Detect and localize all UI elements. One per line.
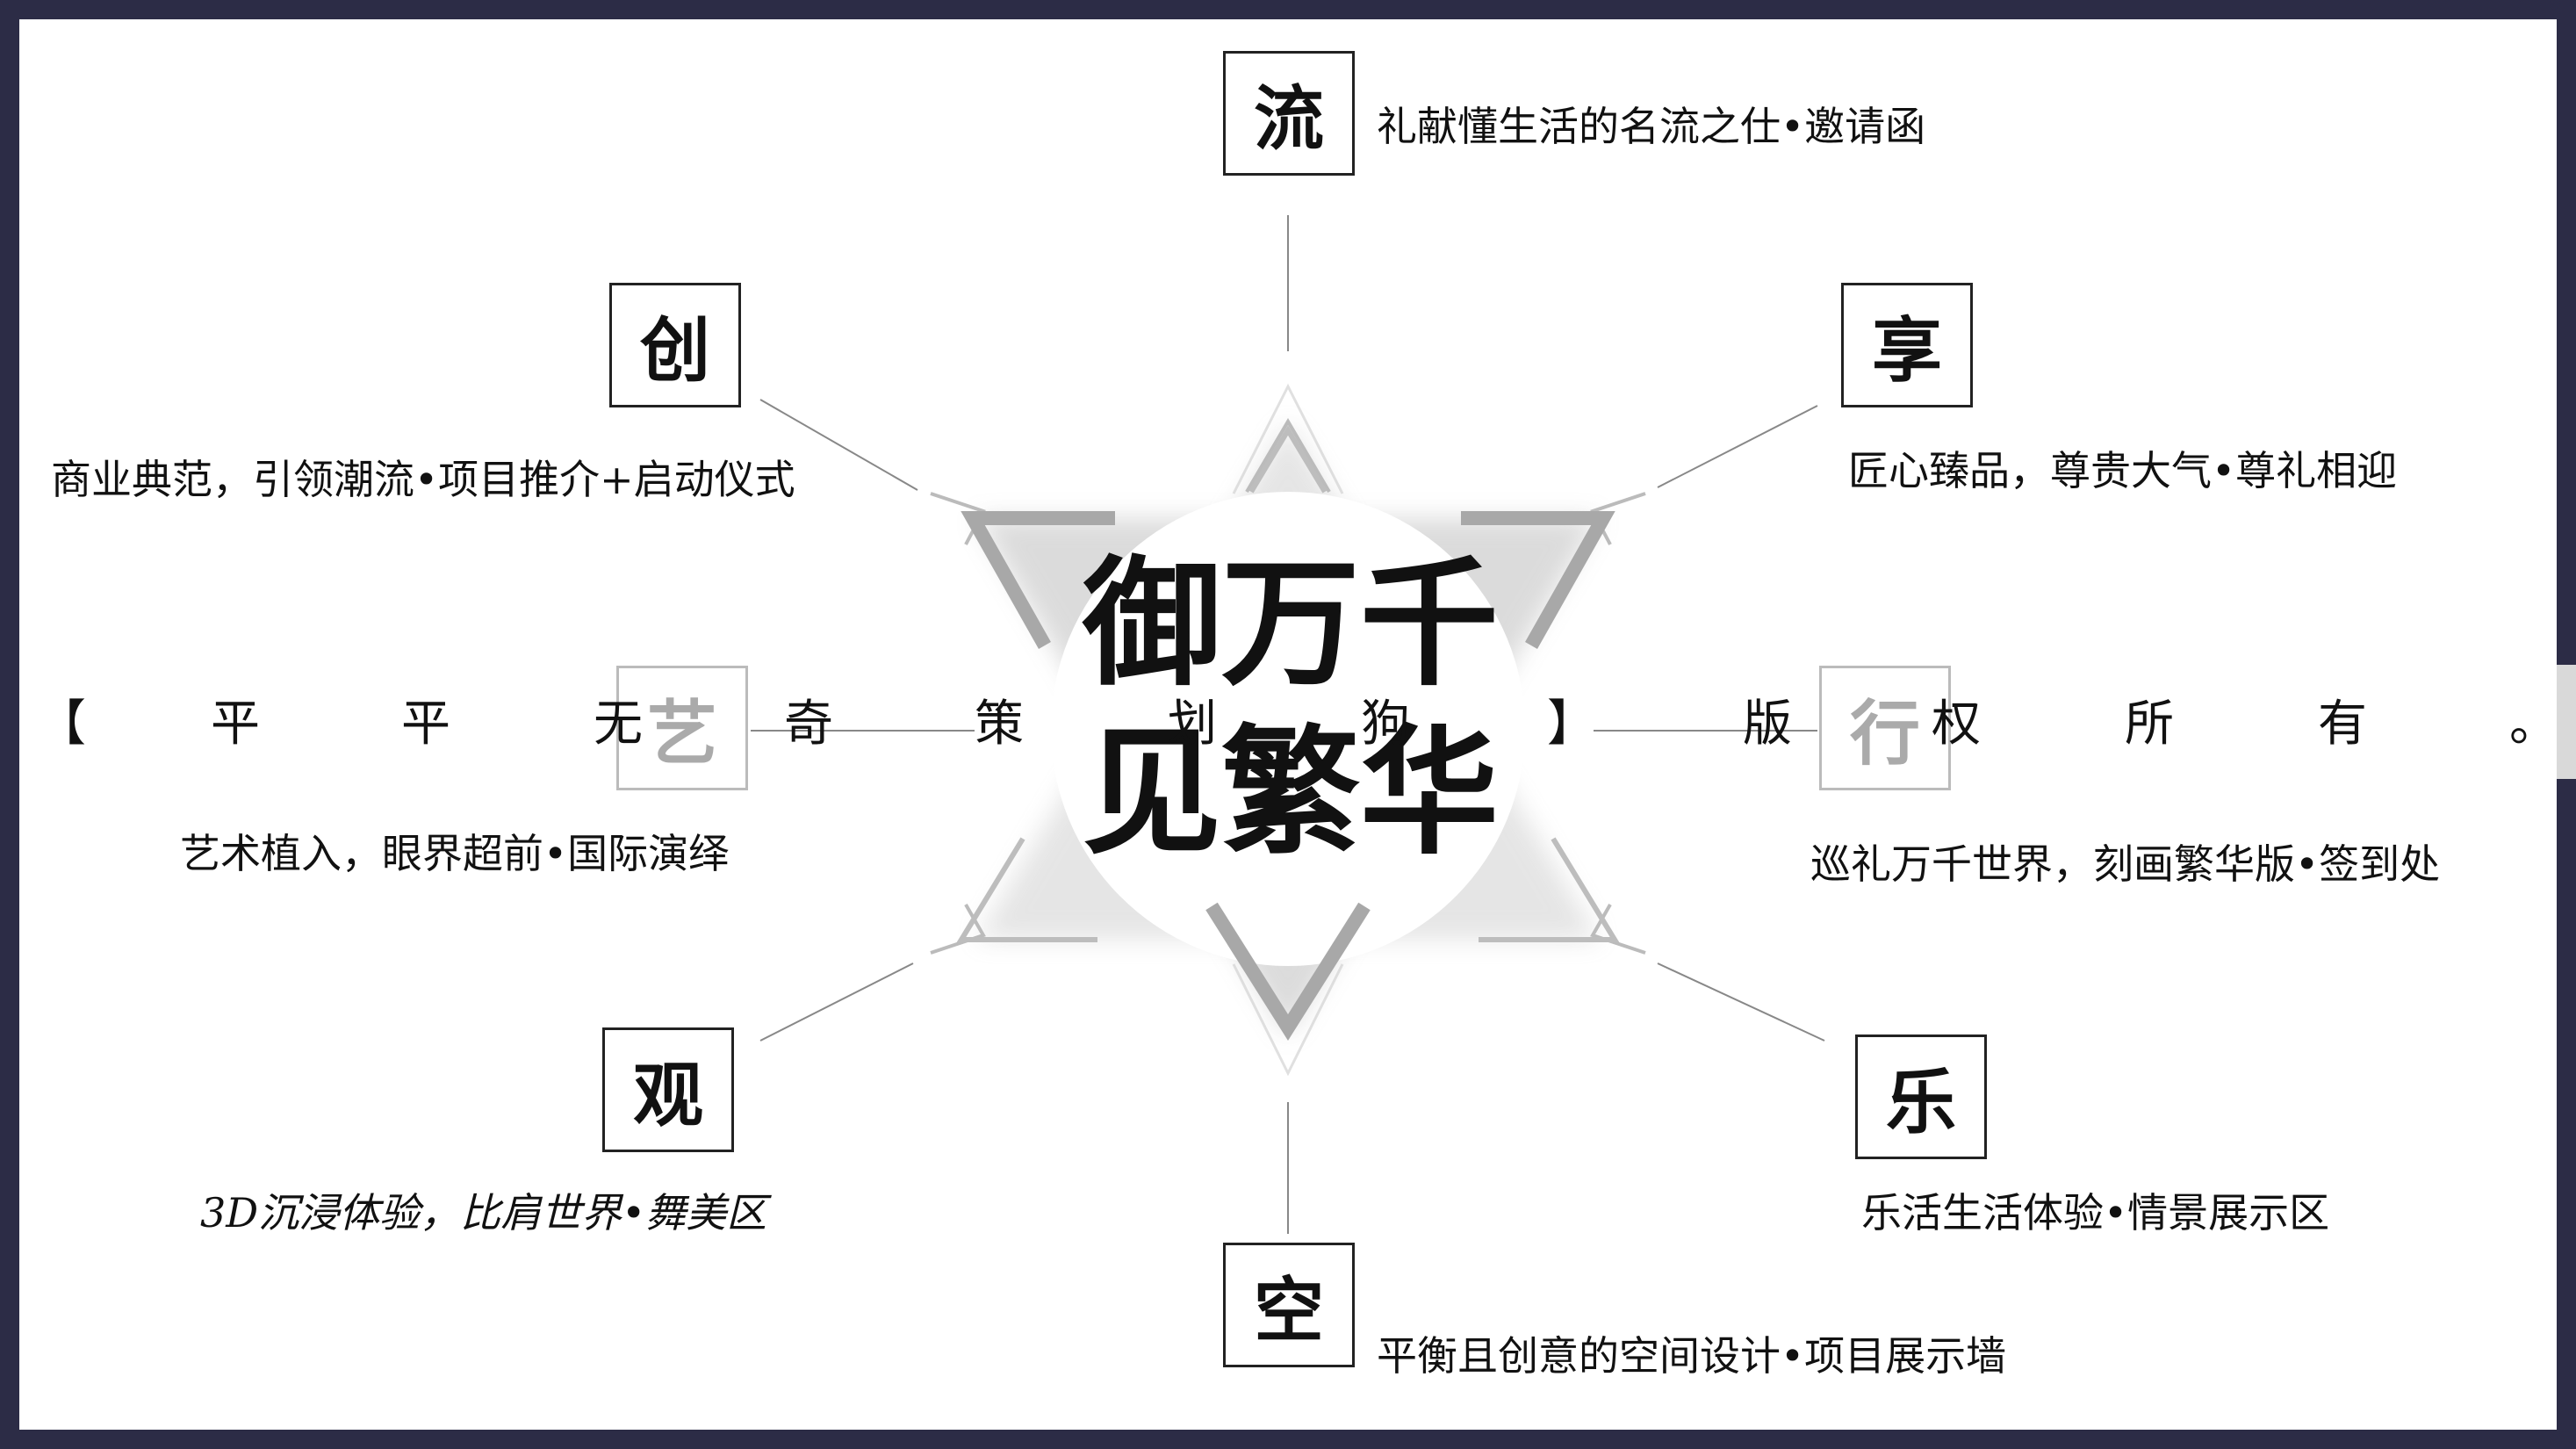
node-yi-box: 艺 bbox=[616, 666, 748, 790]
center-title: 御万千 见繁华 bbox=[1062, 540, 1519, 877]
node-xing-desc: 巡礼万千世界，刻画繁华版•签到处 bbox=[1810, 840, 2441, 888]
triangle-up-right bbox=[1479, 837, 1620, 942]
triangle-down-left bbox=[961, 511, 1115, 649]
watermark-char: 平 bbox=[211, 696, 260, 753]
node-yi-desc: 艺术植入，眼界超前•国际演绎 bbox=[180, 830, 730, 877]
node-le-desc: 乐活生活体验•情景展示区 bbox=[1861, 1189, 2330, 1236]
center-glow bbox=[1051, 492, 1525, 966]
node-guan-desc: 3D沉浸体验，比肩世界•舞美区 bbox=[200, 1189, 767, 1236]
node-xiang-box: 享 bbox=[1841, 283, 1973, 407]
watermark-row: 【 平 平 无 奇 策 划 狗 】 版 权 所 有 。 bbox=[0, 676, 2576, 773]
watermark-char: 所 bbox=[2125, 696, 2174, 753]
chevron-top bbox=[1245, 418, 1331, 494]
triangle-up-top bbox=[1248, 425, 1328, 494]
node-liu-box: 流 bbox=[1223, 51, 1355, 176]
gray-band-right bbox=[2557, 665, 2576, 779]
node-chuang-desc: 商业典范，引领潮流•项目推介+启动仪式 bbox=[51, 456, 795, 503]
watermark-char: 有 bbox=[2318, 696, 2367, 753]
center-title-line2: 见繁华 bbox=[1083, 712, 1499, 874]
chevron-bottom-left bbox=[930, 904, 986, 955]
triangle-down-bottom bbox=[1205, 902, 1371, 1042]
connector-top-left bbox=[759, 399, 918, 491]
connector-bottom-right bbox=[1657, 962, 1825, 1042]
connector-bottom-left bbox=[759, 962, 914, 1042]
watermark-char: 】 bbox=[1547, 696, 1596, 753]
node-kong-desc: 平衡且创意的空间设计•项目展示墙 bbox=[1377, 1332, 2007, 1380]
node-chuang-box: 创 bbox=[609, 283, 741, 407]
chevron-bottom-2 bbox=[1232, 963, 1344, 1077]
center-title-line1: 御万千 bbox=[1083, 544, 1499, 705]
watermark-char: 平 bbox=[401, 696, 450, 753]
watermark-char: 版 bbox=[1743, 696, 1792, 753]
connector-top-right bbox=[1657, 405, 1818, 488]
watermark-char: 无 bbox=[594, 696, 643, 753]
watermark-char: 【 bbox=[37, 696, 86, 753]
chevron-bottom-right bbox=[1590, 904, 1646, 955]
node-xing-box: 行 bbox=[1819, 666, 1951, 790]
triangle-down-right bbox=[1461, 511, 1615, 649]
node-le-box: 乐 bbox=[1855, 1034, 1987, 1159]
watermark-char: 权 bbox=[1932, 696, 1981, 753]
node-liu-desc: 礼献懂生活的名流之仕•邀请函 bbox=[1377, 103, 1926, 150]
watermark-char: 。 bbox=[2509, 696, 2558, 753]
chevron-top-2 bbox=[1232, 383, 1344, 494]
node-xiang-desc: 匠心臻品，尊贵大气•尊礼相迎 bbox=[1848, 447, 2398, 494]
watermark-char: 划 bbox=[1168, 696, 1217, 753]
triangle-up-left bbox=[956, 837, 1097, 942]
node-kong-box: 空 bbox=[1223, 1243, 1355, 1367]
watermark-char: 策 bbox=[975, 696, 1024, 753]
watermark-char: 狗 bbox=[1361, 696, 1410, 753]
watermark-char: 奇 bbox=[784, 696, 833, 753]
node-guan-box: 观 bbox=[602, 1027, 734, 1152]
